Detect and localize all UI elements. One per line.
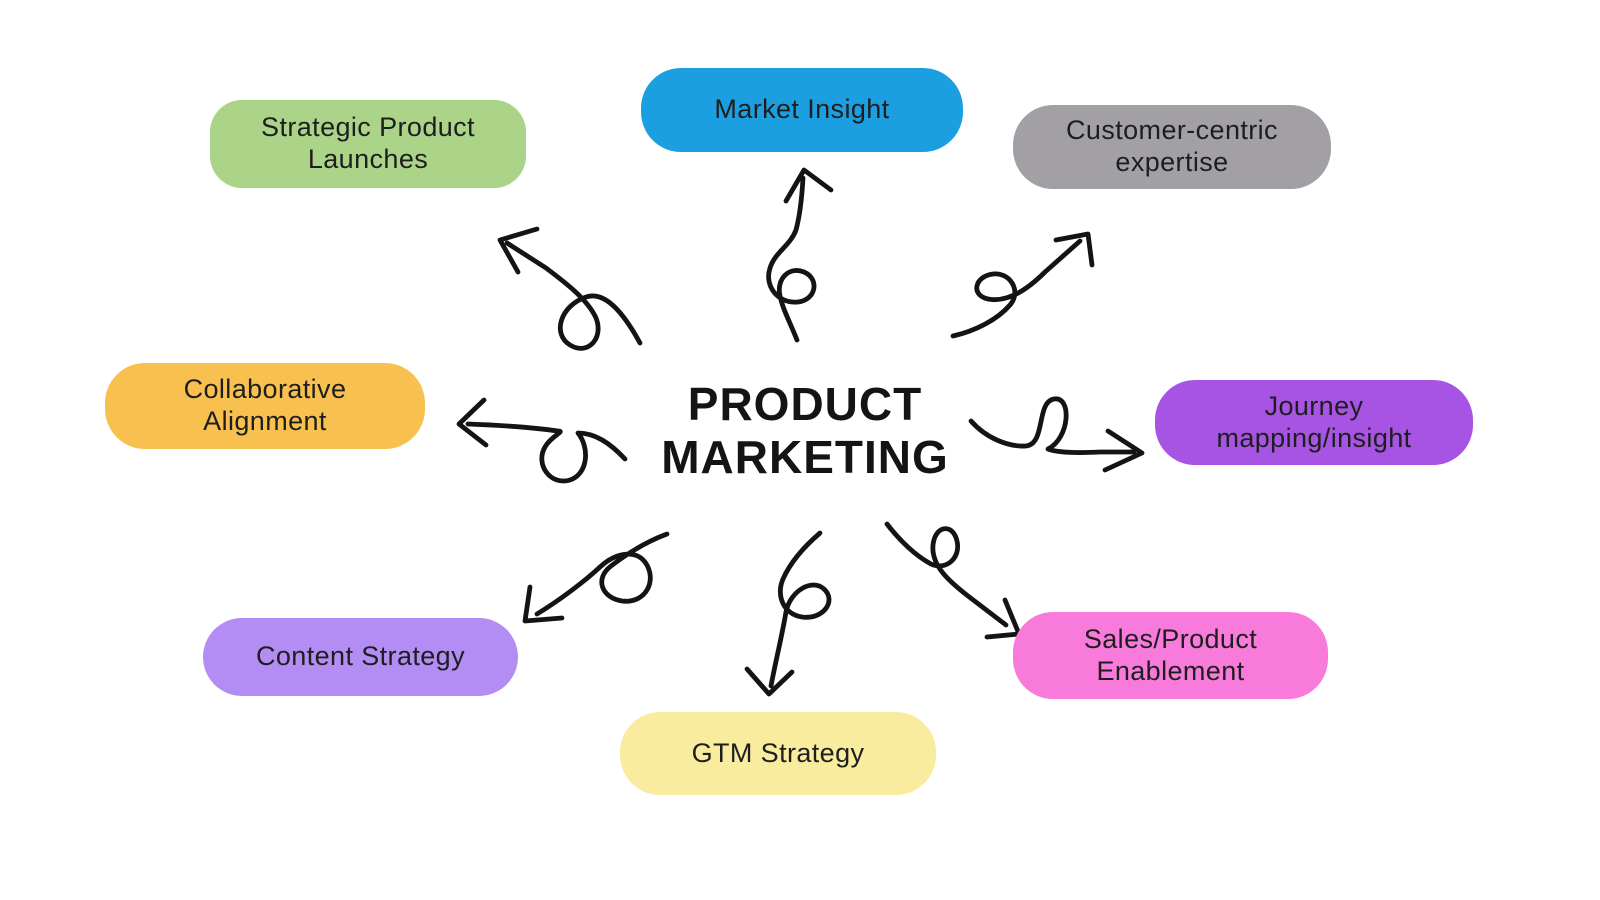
center-title-line1: PRODUCT	[687, 378, 923, 430]
node-customer-centric-expertise: Customer-centric expertise	[1013, 105, 1331, 189]
arrow-to-gtm-strategy-icon	[744, 530, 832, 697]
node-gtm-strategy-label: GTM Strategy	[691, 737, 865, 768]
node-sales-product-enablement: Sales/Product Enablement	[1013, 612, 1328, 699]
arrow-to-customer-centric-expertise-icon	[950, 231, 1095, 339]
center-title: PRODUCT MARKETING	[600, 378, 1010, 485]
node-sales-product-enablement-label: Sales/Product Enablement	[1083, 623, 1258, 686]
node-collaborative-alignment: Collaborative Alignment	[105, 363, 425, 449]
arrow-to-sales-product-enablement-icon	[884, 521, 1022, 640]
node-content-strategy: Content Strategy	[203, 618, 518, 696]
node-strategic-product-launches-label: Strategic Product Launches	[261, 112, 475, 174]
arrow-to-strategic-product-launches-icon	[497, 226, 643, 351]
node-market-insight-label: Market Insight	[714, 94, 890, 125]
node-content-strategy-label: Content Strategy	[255, 641, 466, 672]
node-journey-mapping-insight: Journey mapping/insight	[1155, 380, 1473, 465]
node-market-insight: Market Insight	[641, 68, 963, 152]
arrow-to-market-insight-icon	[766, 167, 834, 343]
node-customer-centric-expertise-label: Customer-centric expertise	[1066, 115, 1278, 177]
node-gtm-strategy: GTM Strategy	[620, 712, 936, 795]
node-journey-mapping-insight-label: Journey mapping/insight	[1216, 390, 1412, 453]
node-strategic-product-launches: Strategic Product Launches	[210, 100, 526, 188]
node-collaborative-alignment-label: Collaborative Alignment	[183, 374, 347, 436]
arrow-to-content-strategy-icon	[522, 531, 670, 624]
center-title-line2: MARKETING	[661, 431, 949, 484]
